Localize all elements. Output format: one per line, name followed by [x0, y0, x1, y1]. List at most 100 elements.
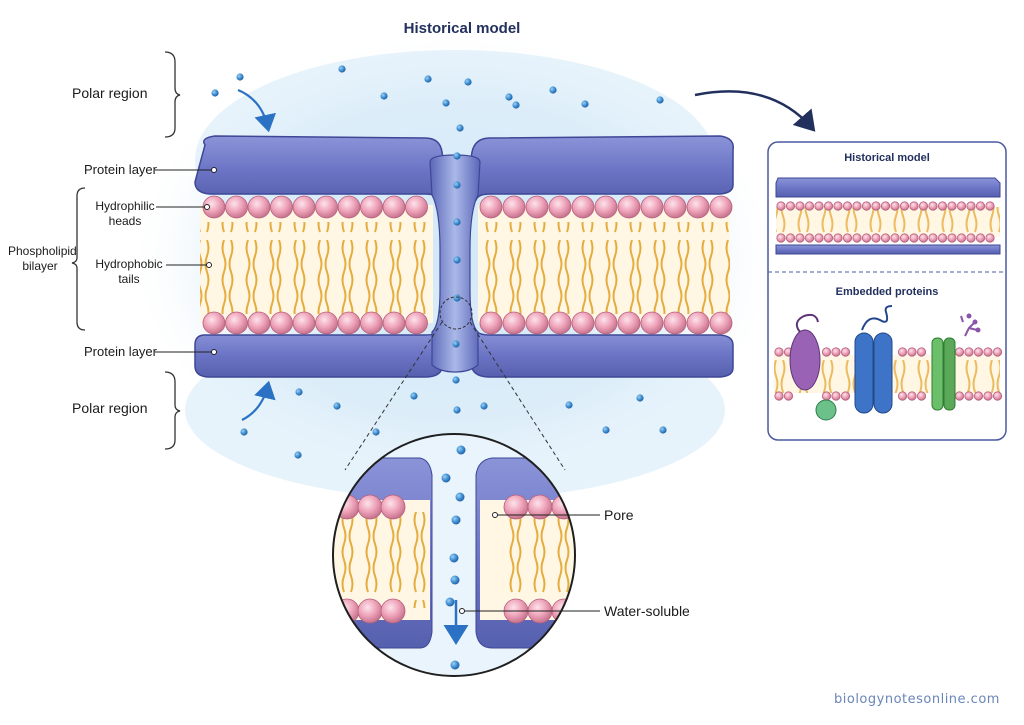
phospholipid-head: [842, 233, 853, 243]
phospholipid-head: [360, 195, 383, 219]
water-droplet: [380, 92, 388, 100]
phospholipid-head: [916, 391, 927, 401]
phospholipid-head: [833, 201, 843, 211]
water-droplet: [505, 93, 513, 101]
phospholipid-head: [795, 233, 805, 243]
phospholipid-head: [315, 195, 338, 219]
embedded-proteins: [789, 305, 981, 421]
water-droplet: [453, 406, 461, 414]
phospholipid-head: [337, 311, 361, 335]
phospholipid-head: [686, 195, 710, 219]
water-droplet: [456, 445, 466, 455]
phospholipid-head: [360, 311, 383, 335]
phospholipid-head: [594, 195, 618, 219]
phospholipid-head: [899, 233, 910, 243]
phospholipid-head: [640, 311, 664, 335]
protein-layer-bottom-label: Protein layer: [84, 344, 157, 359]
phospholipid-head: [776, 233, 786, 243]
phospholipid-head: [823, 201, 834, 211]
water-droplet: [453, 152, 461, 160]
phospholipid-head: [640, 195, 664, 219]
phospholipid-head: [382, 311, 406, 335]
phospholipid-head: [956, 233, 967, 243]
phospholipid-head: [871, 201, 881, 211]
phospholipid-head: [821, 347, 832, 357]
phospholipid-head: [821, 391, 832, 401]
diagram-title: Historical model: [403, 20, 521, 37]
phospholipid-head: [890, 233, 900, 243]
phospholipid-head: [918, 201, 929, 211]
pore-highlight: [439, 296, 473, 330]
hydrophilic-heads-bottom: [202, 311, 733, 335]
phospholipid-head: [983, 347, 993, 357]
phospholipid-bracket: [71, 187, 86, 331]
phospholipid-head: [479, 311, 503, 335]
phospholipid-head: [804, 233, 815, 243]
inflow-arrow-bottom: [241, 380, 276, 421]
phospholipid-head: [947, 201, 957, 211]
phospholipid-head: [380, 598, 406, 624]
phospholipid-head: [937, 233, 948, 243]
phospholipid-head: [548, 195, 572, 219]
phospholipid-head: [985, 201, 995, 211]
water-droplet: [441, 473, 451, 483]
phospholipid-head: [502, 195, 526, 219]
water-droplet: [451, 515, 461, 525]
phospholipid-head: [479, 195, 503, 219]
phospholipid-head: [992, 347, 1003, 357]
phospholipid-head: [225, 195, 248, 219]
water-droplet: [236, 73, 244, 81]
hydrophilic-heads-top: [202, 195, 733, 219]
water-droplet: [452, 376, 460, 384]
phospholipid-head: [502, 311, 526, 335]
phospholipid-head: [880, 201, 891, 211]
phospholipid-head: [795, 201, 805, 211]
inset-bottom-title: Embedded proteins: [835, 286, 939, 298]
phospholipid-head: [405, 311, 428, 335]
water-droplet: [450, 660, 460, 670]
hydrophilic-heads-label: Hydrophilic heads: [95, 199, 155, 228]
water-droplet: [636, 394, 644, 402]
water-droplet: [656, 96, 664, 104]
water-droplet: [211, 89, 219, 97]
phospholipid-head: [909, 201, 919, 211]
water-droplet: [424, 75, 432, 83]
phospholipid-head: [852, 201, 862, 211]
to-inset-arrow: [694, 90, 816, 132]
water-droplet: [549, 86, 557, 94]
water-droplet: [333, 402, 341, 410]
water-droplet: [480, 402, 488, 410]
inflow-arrow-top: [237, 88, 276, 133]
protein-layer-top-label: Protein layer: [84, 162, 157, 177]
phospholipid-head: [861, 201, 872, 211]
phospholipid-head: [785, 201, 796, 211]
water-droplet: [449, 553, 459, 563]
phospholipid-head: [594, 311, 618, 335]
water-droplet: [372, 428, 380, 436]
phospholipid-head: [814, 201, 824, 211]
phospholipid-head: [292, 195, 316, 219]
polar-region-bottom-label: Polar region: [72, 400, 148, 416]
inset-top-title: Historical model: [844, 152, 930, 164]
phospholipid-head: [897, 391, 908, 401]
hydrophobic-tails-left: [200, 222, 433, 314]
water-droplet: [410, 392, 418, 400]
phospholipid-head: [937, 201, 948, 211]
phospholipid-head: [907, 391, 917, 401]
pore-label: Pore: [604, 507, 634, 523]
phospholipid-head: [709, 311, 733, 335]
water-droplet: [659, 426, 667, 434]
phospholipid-head: [973, 391, 984, 401]
water-droplet: [445, 597, 455, 607]
water-droplet: [338, 65, 346, 73]
water-droplet: [512, 101, 520, 109]
phospholipid-head: [975, 233, 986, 243]
phospholipid-head: [571, 195, 595, 219]
phospholipid-head: [861, 233, 872, 243]
site-credit: biologynotesonline.com: [834, 692, 1000, 707]
phospholipid-head: [292, 311, 316, 335]
water-droplet: [453, 294, 461, 302]
phospholipid-head: [380, 494, 406, 520]
phospholipid-head: [842, 201, 853, 211]
phospholipid-head: [964, 347, 974, 357]
